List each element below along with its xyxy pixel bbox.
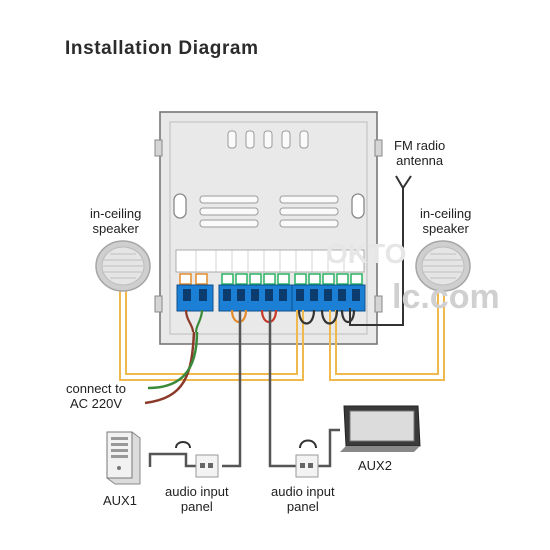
ceiling-speaker-right — [415, 240, 471, 292]
aux1-computer — [106, 431, 141, 485]
aux1-label: AUX1 — [103, 493, 137, 508]
power-label: connect to AC 220V — [66, 381, 126, 411]
aux2-display — [340, 405, 421, 452]
main-unit — [154, 111, 383, 345]
speaker-left-label: in-ceiling speaker — [90, 206, 142, 236]
terminal-tops — [221, 273, 363, 285]
watermark-top: OKTO — [326, 238, 407, 269]
audio-input-panel-left — [175, 441, 219, 478]
mount-slot-right — [351, 193, 365, 219]
unit-vents — [199, 130, 339, 228]
aux2-label: AUX2 — [358, 458, 392, 473]
mount-slot-left — [173, 193, 187, 219]
audio-input-panel-right — [295, 439, 319, 478]
speaker-right-label: in-ceiling speaker — [420, 206, 472, 236]
diagram-title: Installation Diagram — [65, 38, 259, 59]
power-wires — [144, 331, 199, 405]
speaker-wires — [119, 290, 445, 381]
fm-antenna-label: FM radio antenna — [394, 138, 446, 168]
panel-right-label: audio input panel — [271, 484, 335, 514]
watermark-bottom: lc.com — [392, 278, 500, 316]
fm-antenna — [349, 175, 412, 326]
panel-left-label: audio input panel — [165, 484, 229, 514]
ceiling-speaker-left — [95, 240, 151, 292]
